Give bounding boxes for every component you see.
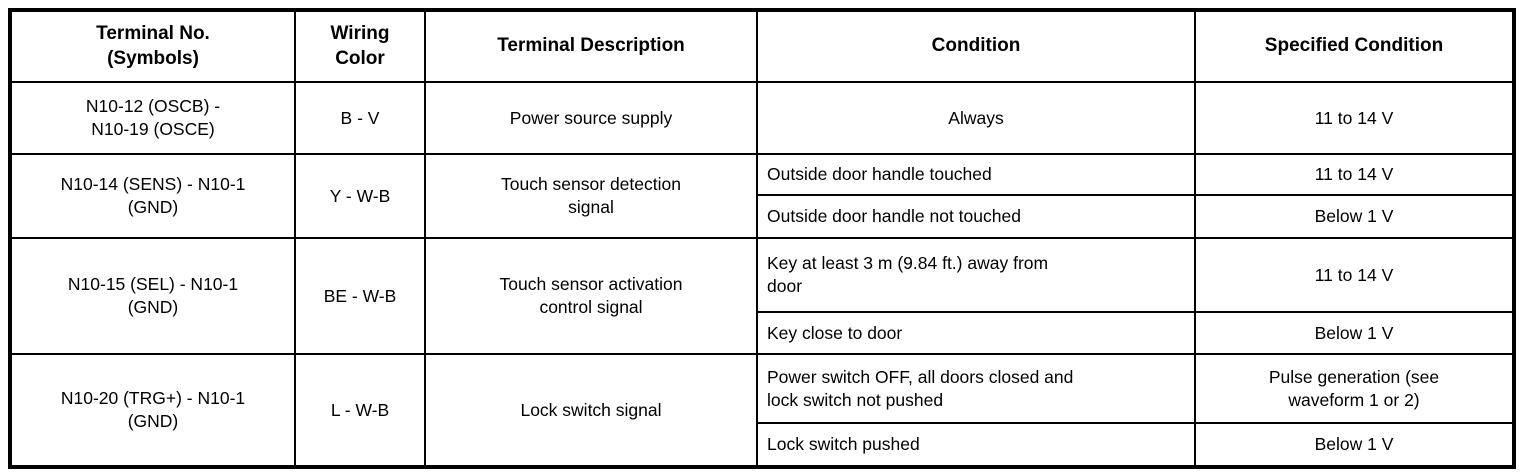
- condition-cell: Key close to door: [756, 311, 1196, 355]
- condition-cell: Lock switch pushed: [756, 422, 1196, 468]
- terminal-no-cell: N10-20 (TRG+) - N10-1 (GND): [9, 353, 296, 468]
- wiring-color-cell: BE - W-B: [294, 237, 426, 355]
- table-header-row: Terminal No. (Symbols) Wiring Color Term…: [9, 9, 1515, 83]
- terminal-no-cell: N10-15 (SEL) - N10-1 (GND): [9, 237, 296, 355]
- condition-cell: Power switch OFF, all doors closed and l…: [756, 353, 1196, 424]
- table-row: N10-14 (SENS) - N10-1 (GND) Y - W-B Touc…: [9, 153, 1515, 239]
- table-row: N10-20 (TRG+) - N10-1 (GND) L - W-B Lock…: [9, 353, 1515, 468]
- specified-condition-cell: 11 to 14 V: [1194, 81, 1515, 155]
- wiring-color-cell: B - V: [294, 81, 426, 155]
- header-specified-condition: Specified Condition: [1194, 9, 1515, 83]
- header-wiring-color: Wiring Color: [294, 9, 426, 83]
- terminal-spec-table: Terminal No. (Symbols) Wiring Color Term…: [8, 8, 1516, 469]
- header-condition: Condition: [756, 9, 1196, 83]
- specified-condition-cell: Below 1 V: [1194, 311, 1515, 355]
- condition-cell: Outside door handle not touched: [756, 194, 1196, 239]
- terminal-description-cell: Power source supply: [424, 81, 758, 155]
- specified-condition-cell: Pulse generation (see waveform 1 or 2): [1194, 353, 1515, 424]
- condition-cell: Always: [756, 81, 1196, 155]
- specified-condition-cell: 11 to 14 V: [1194, 237, 1515, 313]
- terminal-no-cell: N10-14 (SENS) - N10-1 (GND): [9, 153, 296, 239]
- header-terminal-no: Terminal No. (Symbols): [9, 9, 296, 83]
- condition-cell: Key at least 3 m (9.84 ft.) away from do…: [756, 237, 1196, 313]
- terminal-description-cell: Touch sensor detection signal: [424, 153, 758, 239]
- specified-condition-cell: Below 1 V: [1194, 194, 1515, 239]
- table-row: Key close to door Below 1 V: [10, 311, 1515, 355]
- specified-condition-cell: Below 1 V: [1194, 422, 1515, 468]
- table-row: N10-12 (OSCB) - N10-19 (OSCE) B - V Powe…: [9, 81, 1515, 155]
- condition-cell: Outside door handle touched: [756, 153, 1196, 196]
- wiring-color-cell: Y - W-B: [294, 153, 426, 239]
- terminal-description-cell: Touch sensor activation control signal: [424, 237, 758, 355]
- terminal-no-cell: N10-12 (OSCB) - N10-19 (OSCE): [9, 81, 296, 155]
- table-row: Lock switch pushed Below 1 V: [10, 422, 1515, 468]
- terminal-description-cell: Lock switch signal: [424, 353, 758, 468]
- table-row: Outside door handle not touched Below 1 …: [10, 194, 1515, 239]
- wiring-color-cell: L - W-B: [294, 353, 426, 468]
- table-row: N10-15 (SEL) - N10-1 (GND) BE - W-B Touc…: [9, 237, 1515, 355]
- specified-condition-cell: 11 to 14 V: [1194, 153, 1515, 196]
- header-terminal-description: Terminal Description: [424, 9, 758, 83]
